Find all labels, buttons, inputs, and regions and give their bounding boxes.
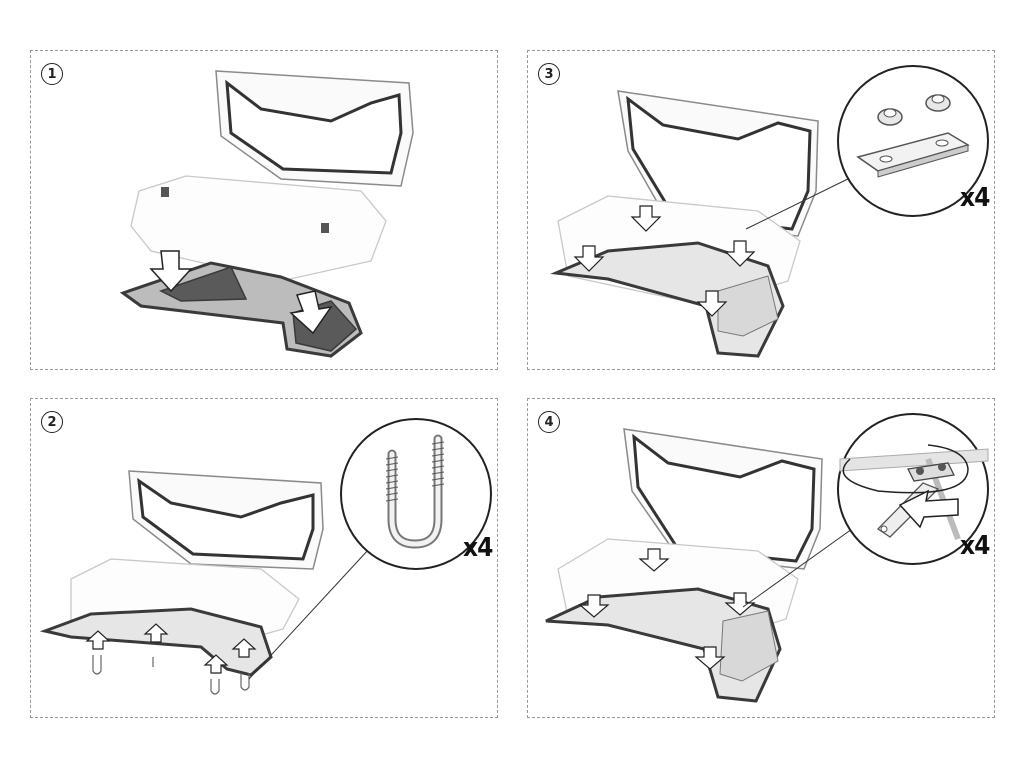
u-bolt-icon [92,655,102,675]
up-arrow-icon [85,630,111,650]
down-arrow-icon [724,240,756,267]
nut-icon [877,108,903,126]
step-3-panel: 3 x4 [527,50,995,370]
plate-nut-quantity: x4 [960,183,990,213]
step-3-number: 3 [538,63,560,85]
latch-icon [161,187,169,197]
up-arrow-icon [231,638,257,658]
rotate-arrow-icon [842,444,969,494]
step-2-panel: 2 x4 [30,398,498,718]
latch-icon [321,223,329,233]
down-arrow-icon [149,250,193,293]
step-2-number: 2 [41,411,63,433]
down-arrow-icon [573,245,605,272]
rotate-quantity: x4 [960,531,990,561]
down-arrow-icon [696,290,728,317]
nut-icon [925,94,951,112]
down-arrow-icon [630,205,662,232]
u-bolt-icon [240,673,250,691]
step-4-illustration [545,413,989,703]
step-3-illustration [550,65,989,358]
down-arrow-icon [638,548,670,572]
up-arrow-icon [203,654,229,674]
down-arrow-icon [694,646,726,670]
up-arrow-icon [143,623,169,643]
step-1-illustration [119,70,414,358]
u-bolt-icon [210,679,220,695]
down-arrow-icon [289,290,333,335]
step-4-panel: 4 x4 [527,398,995,718]
u-bolt-detail [340,418,492,570]
down-arrow-icon [578,594,610,618]
step-2-illustration [39,418,492,695]
step-1-panel: 1 [30,50,498,370]
u-bolt-quantity: x4 [463,533,493,563]
step-1-number: 1 [41,63,63,85]
curved-arrow-icon [898,489,959,529]
step-4-number: 4 [538,411,560,433]
down-arrow-icon [724,592,756,616]
